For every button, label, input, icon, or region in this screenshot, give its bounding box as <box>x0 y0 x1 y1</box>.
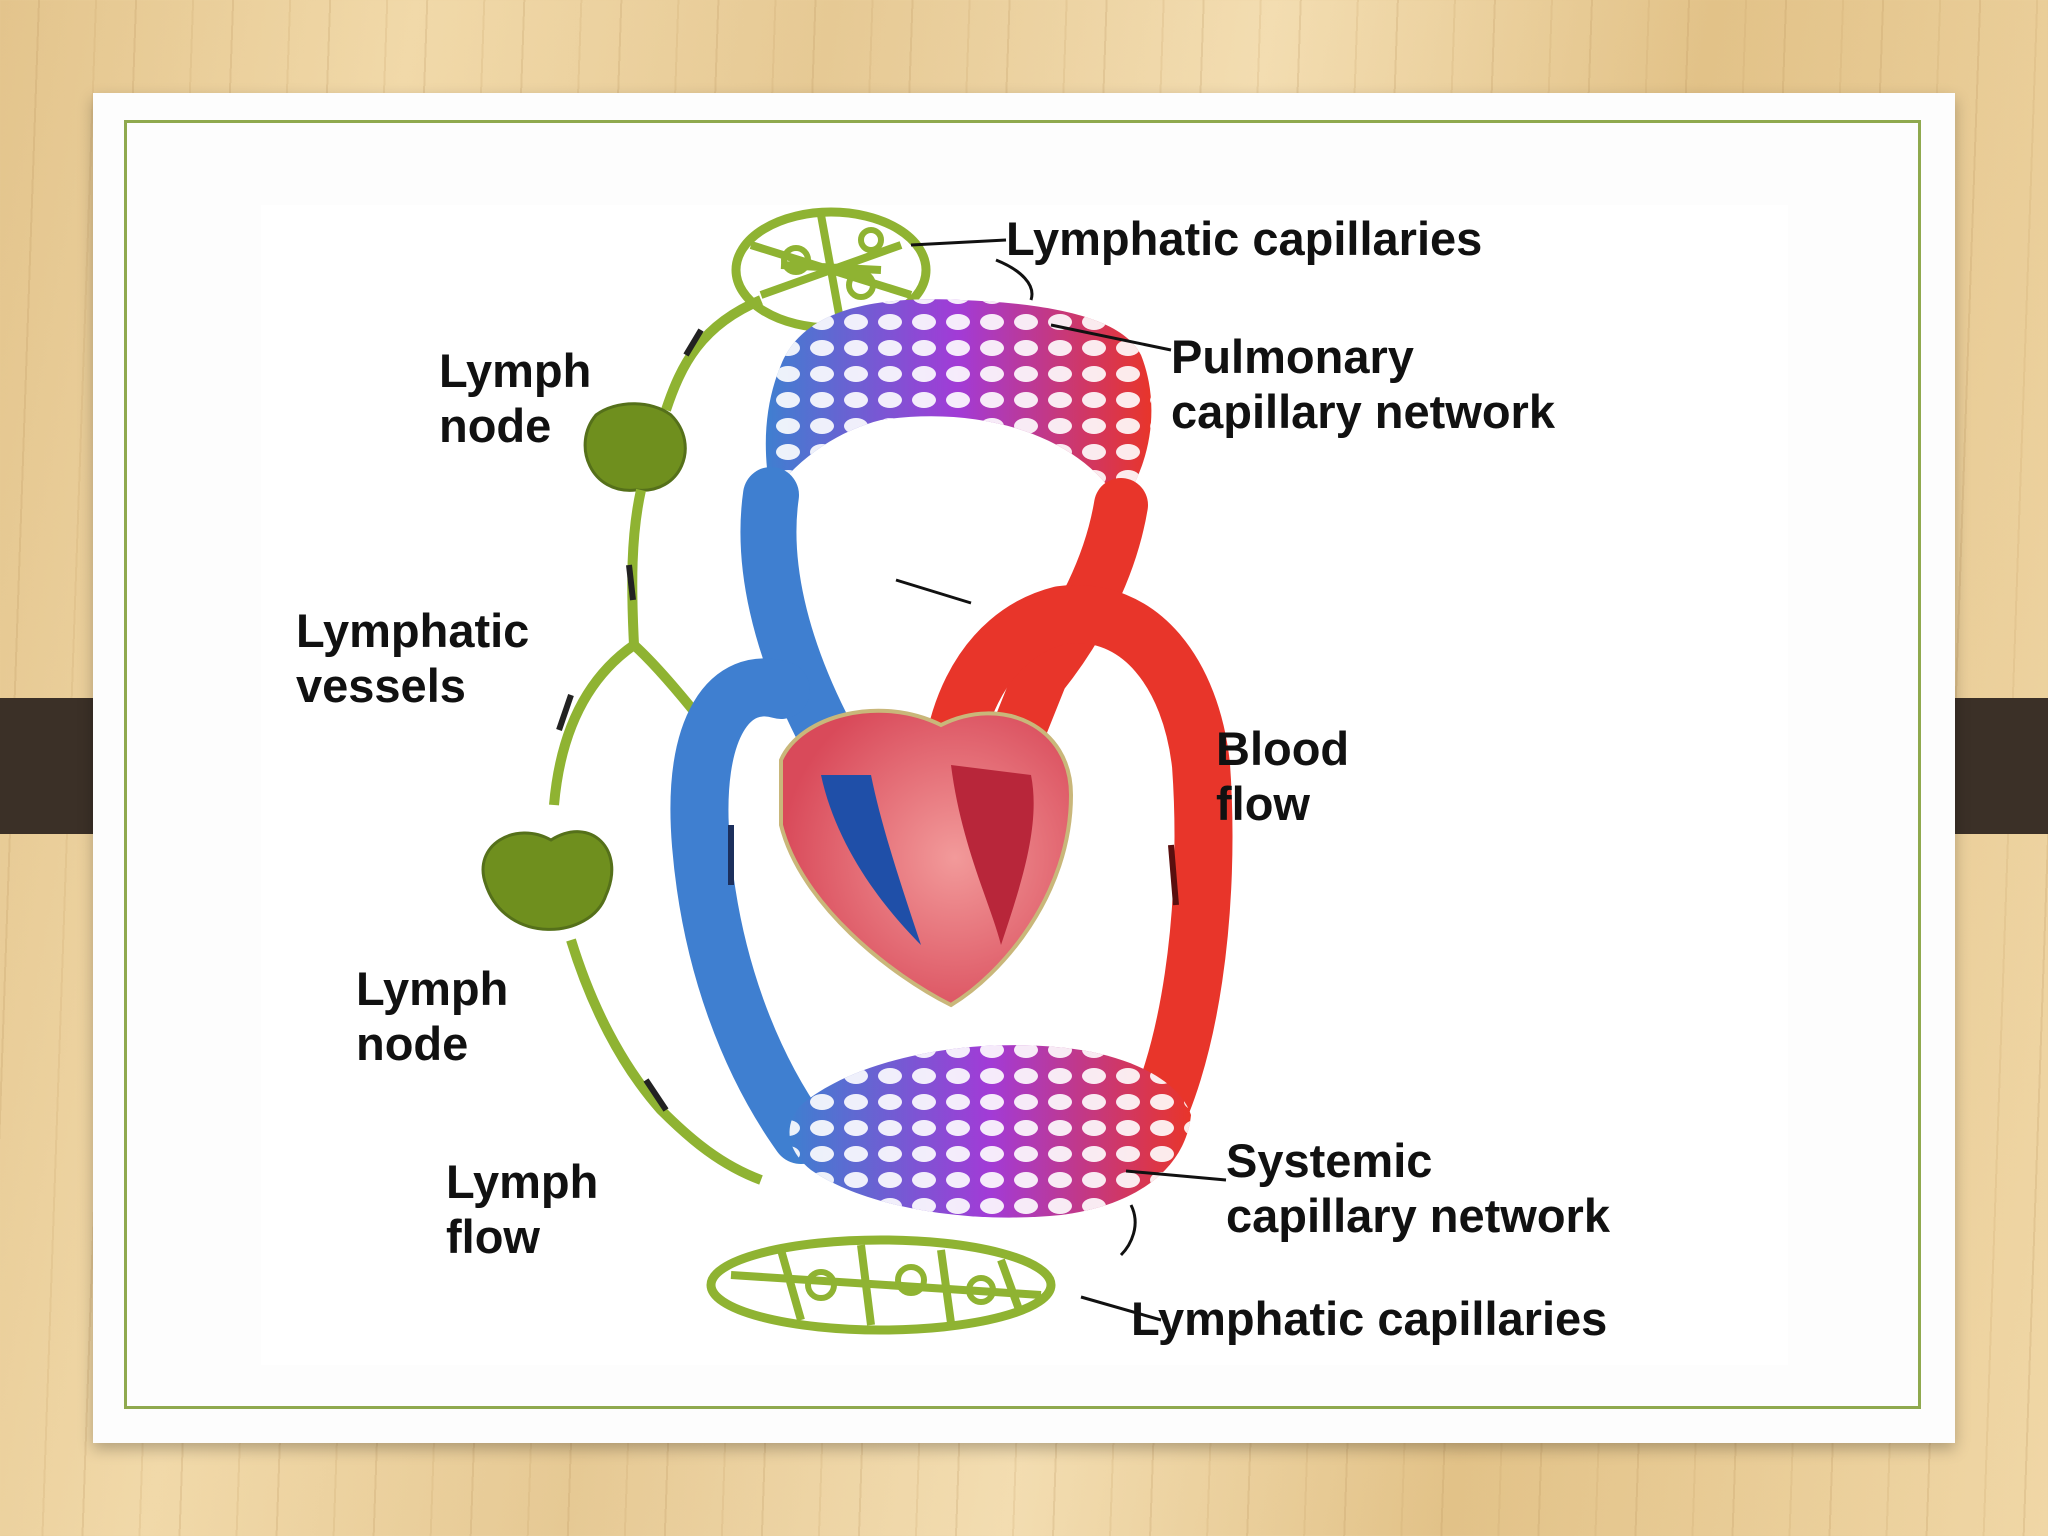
label-blood-flow-line1: Blood <box>1216 722 1349 775</box>
pulmonary-capillary-network <box>765 299 1152 505</box>
circulatory-lymphatic-diagram: Lymphatic capillaries Pulmonary capillar… <box>261 205 1788 1365</box>
label-lymphatic-vessels-line2: vessels <box>296 659 466 712</box>
label-lymphatic-vessels-line1: Lymphatic <box>296 604 529 657</box>
label-lymph-node-top-line1: Lymph <box>439 344 591 397</box>
blood-flow-arrow <box>1168 844 1179 906</box>
lymph-flow-arrow <box>556 694 574 731</box>
systemic-capillary-network <box>789 1045 1191 1218</box>
lymph-flow-arrow <box>626 564 636 601</box>
lymph-node-upper <box>583 402 687 492</box>
lymph-vessel-middle <box>627 488 646 646</box>
label-lymphatic-capillaries-bottom: Lymphatic capillaries <box>1131 1292 1607 1345</box>
slide-frame-border <box>124 120 1921 1409</box>
lymph-flow-arrow <box>643 1078 669 1112</box>
label-lymph-flow-line1: Lymph <box>446 1155 598 1208</box>
arterial-vessels <box>920 478 1233 1174</box>
label-systemic-line2: capillary network <box>1226 1189 1611 1242</box>
heart <box>779 708 1074 1008</box>
lymph-vessel-lower-branch <box>549 640 637 806</box>
label-lymph-node-top-line2: node <box>439 399 551 452</box>
label-pulmonary-line1: Pulmonary <box>1171 330 1414 383</box>
venous-vessels <box>670 467 889 1164</box>
label-lymphatic-capillaries-top: Lymphatic capillaries <box>1006 212 1482 265</box>
label-systemic-line1: Systemic <box>1226 1134 1432 1187</box>
lymphatic-capillaries-bottom-cluster <box>706 1235 1056 1335</box>
lymph-node-lower <box>481 830 614 931</box>
label-lymph-flow-line2: flow <box>446 1210 540 1263</box>
label-lymph-node-bottom-line2: node <box>356 1017 468 1070</box>
leader-lines <box>895 238 1227 1322</box>
lymph-flow-arrow <box>683 328 704 357</box>
lymph-vessel-upper <box>661 295 763 412</box>
label-pulmonary-line2: capillary network <box>1171 385 1556 438</box>
label-blood-flow-line2: flow <box>1216 777 1310 830</box>
lymph-vessel-lower <box>566 938 763 1185</box>
label-lymph-node-bottom-line1: Lymph <box>356 962 508 1015</box>
